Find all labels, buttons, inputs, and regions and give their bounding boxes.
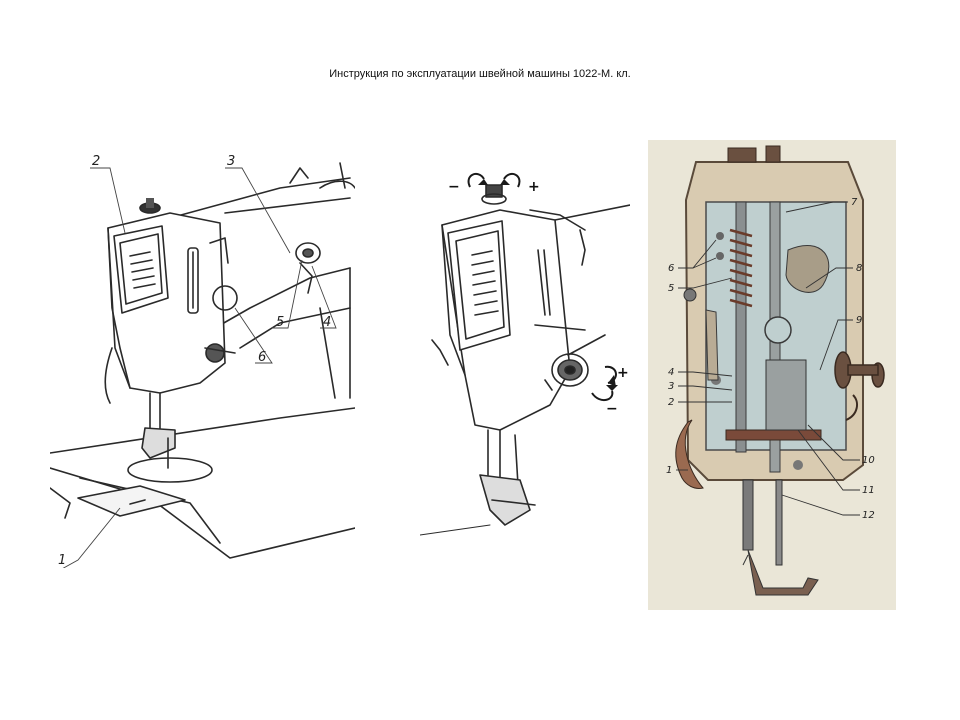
label-fig3-9: 9 xyxy=(856,315,862,326)
label-fig3-12: 12 xyxy=(862,510,875,521)
label-fig3-1: 1 xyxy=(666,465,672,476)
symbol-minus-right: − xyxy=(606,401,618,417)
figure-2-drawing: − + + − xyxy=(419,172,631,536)
label-fig1-5: 5 xyxy=(276,315,284,330)
label-fig3-8: 8 xyxy=(856,263,862,274)
figure-internal-mechanism: 7 6 8 5 9 4 3 2 10 1 11 12 xyxy=(648,140,896,610)
label-fig3-7: 7 xyxy=(851,197,858,208)
symbol-plus-top: + xyxy=(528,179,540,195)
symbol-plus-right: + xyxy=(617,365,629,381)
label-fig3-3: 3 xyxy=(668,381,674,392)
label-fig3-11: 11 xyxy=(862,485,875,496)
figure-machine-head-table: 2 3 5 4 6 1 xyxy=(49,148,356,571)
label-fig3-10: 10 xyxy=(862,455,875,466)
label-fig3-6: 6 xyxy=(668,263,674,274)
figure-head-adjustment: − + + − xyxy=(419,155,631,545)
label-fig1-4: 4 xyxy=(323,315,331,330)
label-fig3-5: 5 xyxy=(668,283,674,294)
label-fig3-2: 2 xyxy=(668,397,674,408)
symbol-minus-top: − xyxy=(448,179,460,195)
label-fig1-6: 6 xyxy=(258,350,266,365)
label-fig1-1: 1 xyxy=(58,553,66,568)
figure-3-drawing: 7 6 8 5 9 4 3 2 10 1 11 12 xyxy=(666,145,885,596)
page-title: Инструкция по эксплуатации швейной машин… xyxy=(329,68,631,80)
label-fig1-3: 3 xyxy=(227,154,235,169)
figure-1-drawing: 2 3 5 4 6 1 xyxy=(49,154,356,571)
label-fig1-2: 2 xyxy=(92,154,100,169)
label-fig3-4: 4 xyxy=(668,367,674,378)
